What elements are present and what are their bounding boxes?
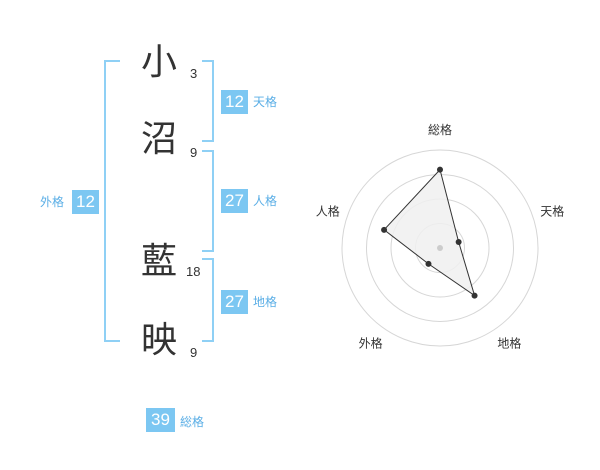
stroke-count-4: 9 (190, 345, 198, 360)
radar-point (455, 238, 462, 245)
chikaku-bracket (202, 258, 214, 342)
radar-point (381, 226, 388, 233)
jinkaku-badge: 27 (221, 189, 248, 213)
jinkaku-bracket (202, 150, 214, 252)
radar-point (471, 292, 478, 299)
gaikaku-label: 外格 (40, 195, 65, 209)
stroke-count-1: 3 (190, 66, 198, 81)
name-char-3: 藍 (141, 241, 178, 282)
stroke-count-2: 9 (190, 145, 198, 160)
radar-axis-label: 天格 (540, 204, 564, 219)
gaikaku-bracket (104, 60, 120, 342)
chikaku-badge: 27 (221, 290, 248, 314)
soukaku-badge: 39 (146, 408, 175, 432)
tenkaku-badge: 12 (221, 90, 248, 114)
name-char-2: 沼 (141, 119, 178, 160)
radar-axis-label: 外格 (359, 336, 383, 351)
jinkaku-label: 人格 (253, 194, 278, 208)
name-char-1: 小 (141, 42, 178, 83)
radar-ring (341, 149, 539, 347)
chikaku-label: 地格 (253, 295, 278, 309)
tenkaku-bracket (202, 60, 214, 142)
gaikaku-badge: 12 (72, 190, 99, 214)
radar-points (381, 166, 478, 299)
stroke-count-3: 18 (186, 264, 201, 279)
radar-center (437, 245, 443, 251)
soukaku-label: 総格 (180, 415, 205, 429)
name-char-4: 映 (141, 320, 178, 361)
radar-axis-label: 人格 (316, 204, 340, 219)
radar-axis-label: 総格 (428, 122, 452, 137)
radar-point (425, 260, 432, 267)
radar-point (437, 166, 443, 173)
radar-axis-label: 地格 (497, 336, 521, 351)
radar-area (383, 168, 476, 297)
tenkaku-label: 天格 (253, 95, 278, 109)
